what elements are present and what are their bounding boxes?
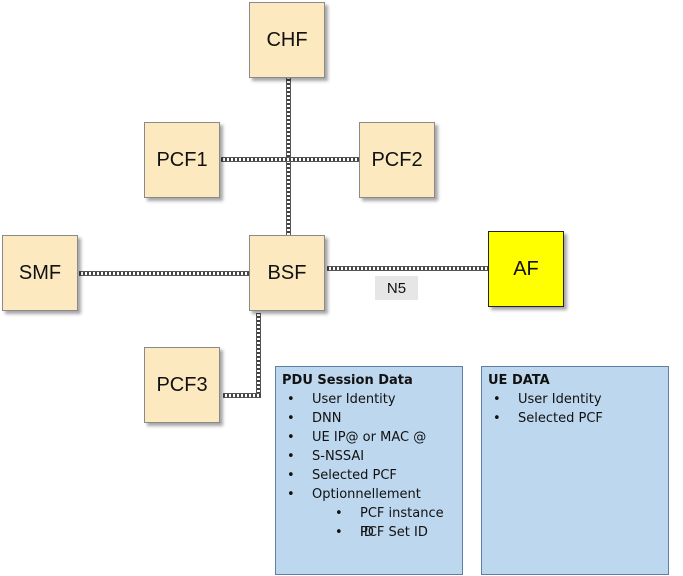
chf-node: CHF [249, 2, 325, 78]
smf-node: SMF [2, 235, 78, 311]
ue-data-title: UE DATA [488, 373, 550, 388]
list-item: User Identity [488, 390, 662, 409]
af-node: AF [488, 231, 564, 307]
list-item: S-NSSAI [282, 447, 456, 466]
n5-interface-label: N5 [375, 276, 418, 300]
link-pcf1-pcf2 [221, 157, 359, 162]
list-item: Selected PCF [488, 409, 662, 428]
list-item: DNN [282, 409, 456, 428]
pcf2-node: PCF2 [359, 122, 435, 198]
list-item: Optionnellement [282, 485, 456, 504]
pdu-session-data-title: PDU Session Data [282, 373, 413, 388]
link-bsf-pcf3-horizontal [223, 393, 261, 398]
link-bsf-pcf3-vertical [256, 313, 261, 398]
link-bsf-af-n5 [327, 266, 488, 271]
sub-list-item: PCF instance ID [282, 504, 456, 540]
link-smf-bsf [79, 271, 249, 276]
pdu-session-data-list: User Identity DNN UE IP@ or MAC @ S-NSSA… [282, 390, 456, 542]
list-item: Selected PCF [282, 466, 456, 485]
ue-data-panel: UE DATA User Identity Selected PCF [481, 366, 669, 575]
list-item: UE IP@ or MAC @ [282, 428, 456, 447]
pcf1-node: PCF1 [144, 122, 220, 198]
bsf-node: BSF [249, 235, 325, 311]
sub-list-item: PCF Set ID [282, 523, 456, 542]
pcf3-node: PCF3 [144, 347, 220, 423]
ue-data-list: User Identity Selected PCF [488, 390, 662, 428]
list-item: User Identity [282, 390, 456, 409]
pdu-session-data-panel: PDU Session Data User Identity DNN UE IP… [275, 366, 463, 575]
